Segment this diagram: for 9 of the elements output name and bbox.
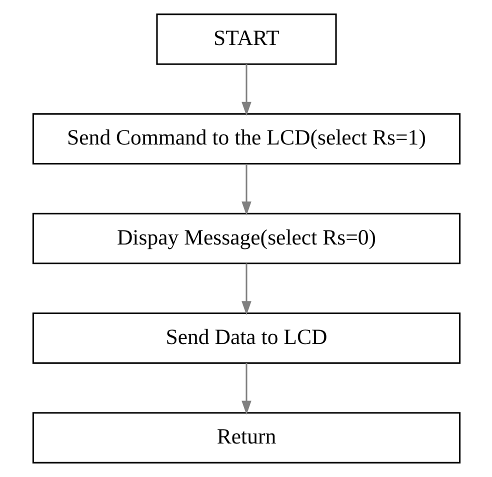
node-box: Send Data to LCD — [32, 312, 460, 364]
arrow — [241, 64, 251, 116]
arrow — [241, 263, 251, 316]
node-box: Send Command to the LCD(select Rs=1) — [32, 113, 460, 165]
node-box: Return — [32, 412, 460, 464]
arrow — [241, 164, 251, 216]
node-box: Dispay Message(select Rs=0) — [32, 212, 460, 264]
node-box: START — [156, 14, 336, 65]
arrow — [241, 363, 251, 415]
